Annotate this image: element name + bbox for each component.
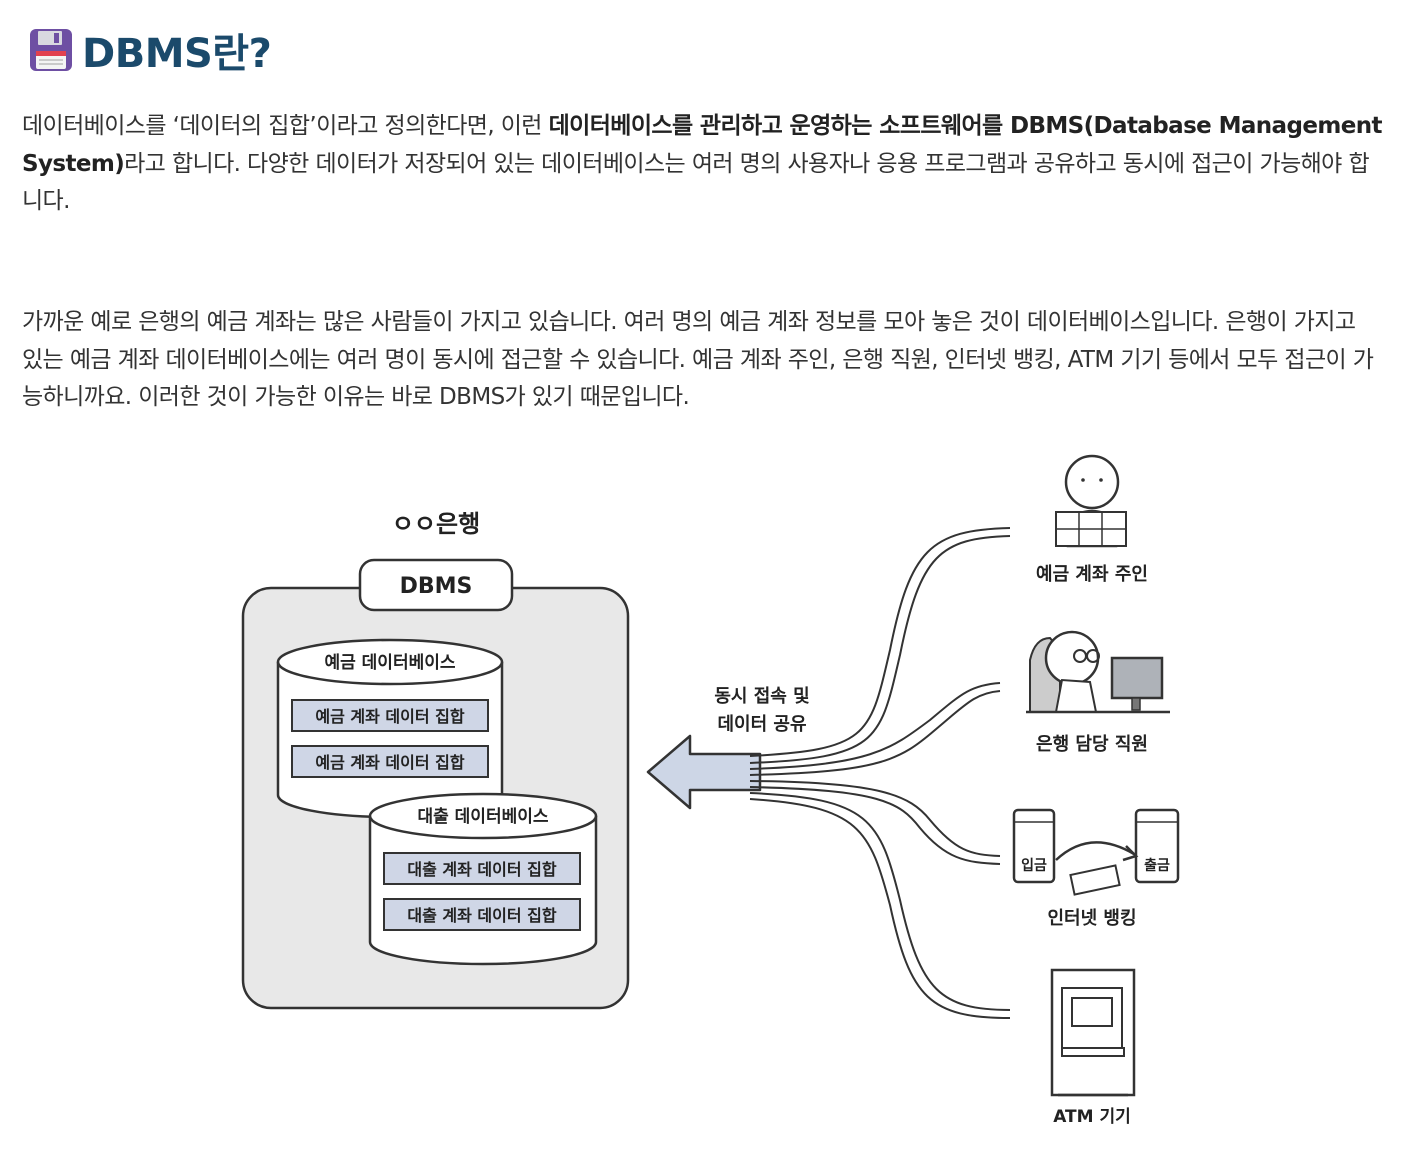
withdraw-label: 출금: [1144, 857, 1170, 874]
intro-text-2: 라고 합니다. 다양한 데이터가 저장되어 있는 데이터베이스는 여러 명의 사…: [22, 150, 1370, 215]
page-heading: DBMS란?: [28, 22, 272, 78]
deposit-set-1: 예금 계좌 데이터 집합: [315, 707, 464, 726]
example-paragraph: 가까운 예로 은행의 예금 계좌는 많은 사람들이 가지고 있습니다. 여러 명…: [22, 309, 1374, 410]
page-title: DBMS란?: [82, 31, 272, 77]
loan-set-2: 대출 계좌 데이터 집합: [407, 906, 556, 925]
arrow-label-line1: 동시 접속 및: [714, 686, 809, 707]
loan-set-1: 대출 계좌 데이터 집합: [407, 860, 556, 879]
dbms-illustration: ㅇㅇ은행 DBMS 예금 데이터베이스 예금 계좌 데이터 집합 예금 계좌 데…: [241, 454, 1180, 1127]
intro-bold-definition: 데이터베이스를 관리하고 운영하는 소프트웨어를 DBMS(Database M…: [22, 113, 1382, 177]
floppy-disk-icon: [30, 29, 72, 71]
arrow-label-line2: 데이터 공유: [717, 714, 806, 735]
connection-lines: [749, 527, 1011, 1019]
deposit-database-cylinder: 예금 데이터베이스 예금 계좌 데이터 집합 예금 계좌 데이터 집합: [276, 638, 504, 819]
atm-machine-icon: [1050, 968, 1136, 1097]
intro-paragraph: 데이터베이스를 ‘데이터의 집합’이라고 정의한다면, 이런 데이터베이스를 관…: [22, 108, 1382, 221]
user-label-atm: ATM 기기: [1053, 1107, 1131, 1127]
dbms-label: DBMS: [400, 574, 473, 599]
loan-database-cylinder: 대출 데이터베이스 대출 계좌 데이터 집합 대출 계좌 데이터 집합: [368, 792, 598, 966]
bank-title: ㅇㅇ은행: [392, 510, 480, 538]
intro-text-1: 데이터베이스를 ‘데이터의 집합’이라고 정의한다면, 이런: [22, 113, 549, 139]
deposit-set-2: 예금 계좌 데이터 집합: [315, 753, 464, 772]
loan-db-title: 대출 데이터베이스: [417, 807, 548, 827]
user-label-clerk: 은행 담당 직원: [1036, 734, 1148, 755]
bank-clerk-icon: [1026, 630, 1170, 714]
deposit-label: 입금: [1021, 858, 1047, 874]
user-label-owner: 예금 계좌 주인: [1036, 564, 1148, 585]
account-owner-icon: [1055, 454, 1127, 548]
deposit-db-title: 예금 데이터베이스: [324, 653, 455, 673]
user-label-internet: 인터넷 뱅킹: [1047, 908, 1136, 929]
shared-access-arrow: [646, 734, 762, 810]
dbms-tab: [358, 558, 514, 612]
internet-banking-icon: 입금 출금: [1012, 808, 1180, 896]
